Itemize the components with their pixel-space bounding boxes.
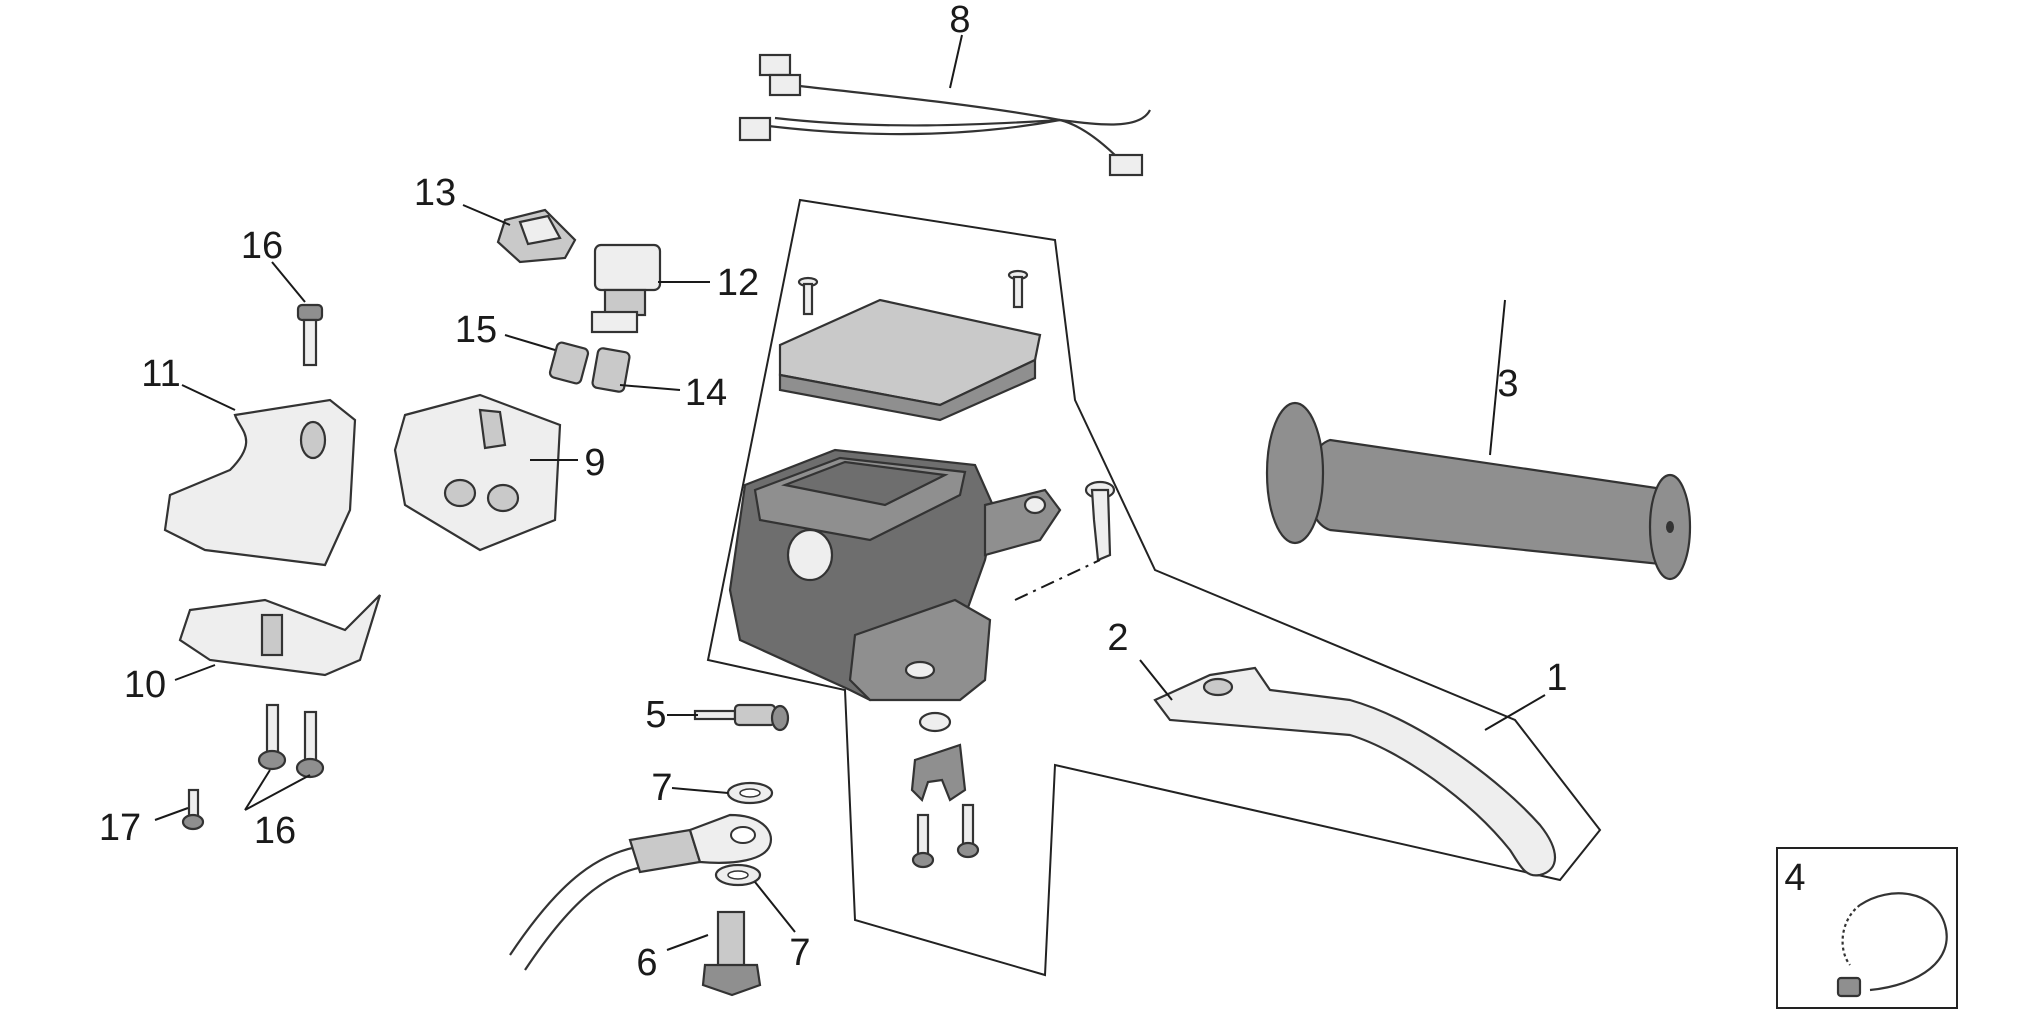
handlebar-grip <box>1265 401 1692 581</box>
callout-16-top: 16 <box>241 225 283 267</box>
callout-8: 8 <box>949 0 970 41</box>
reservoir-cover <box>778 298 1042 422</box>
inset-frame <box>1776 847 1958 1009</box>
brake-light-switch <box>693 703 790 732</box>
callout-7-bottom: 7 <box>789 932 810 974</box>
callout-3: 3 <box>1497 363 1518 405</box>
callout-10: 10 <box>124 664 166 706</box>
callout-17: 17 <box>99 807 141 849</box>
washer-part-7-bottom <box>714 863 762 887</box>
clamp-screw-right <box>956 803 980 859</box>
switch-cover-lower <box>178 594 382 677</box>
plug-part-15 <box>548 341 590 385</box>
screw-part-16-bottom-left <box>257 703 287 771</box>
plug-part-14 <box>591 347 631 393</box>
switch-housing <box>393 393 562 552</box>
callout-4: 4 <box>1784 857 1805 899</box>
callout-9: 9 <box>584 442 605 484</box>
assembly-boundary <box>706 198 1602 977</box>
pivot-centerline <box>1014 559 1101 601</box>
banjo-bolt <box>701 910 762 997</box>
callout-2: 2 <box>1107 617 1128 659</box>
callout-14: 14 <box>685 372 727 414</box>
switch-cover-upper <box>163 398 357 567</box>
callout-5: 5 <box>645 694 666 736</box>
callout-7-top: 7 <box>651 767 672 809</box>
wiring-harness <box>738 53 1151 177</box>
screw-part-17 <box>181 788 205 831</box>
handlebar-clamp <box>910 711 967 803</box>
clamp-screw-left <box>911 813 935 869</box>
hose-clamp-inset <box>1776 847 1958 1009</box>
screw-part-16-top <box>296 303 324 367</box>
callout-1: 1 <box>1546 657 1567 699</box>
screw-part-16-bottom-right <box>295 710 325 779</box>
callout-labels: 8 13 12 16 15 14 11 9 10 16 17 3 2 1 5 7… <box>99 0 1806 984</box>
callout-16-bottom: 16 <box>254 810 296 852</box>
brake-hose <box>509 813 773 971</box>
callout-15: 15 <box>455 309 497 351</box>
brake-lever <box>1153 666 1556 877</box>
leader-lines <box>154 34 1546 951</box>
callout-12: 12 <box>717 262 759 304</box>
master-cylinder-body <box>728 448 1062 702</box>
callout-11: 11 <box>141 353 180 395</box>
callout-13: 13 <box>414 172 456 214</box>
washer-part-7-top <box>726 781 774 805</box>
switch-part-13 <box>496 208 577 264</box>
switch-part-12 <box>590 243 662 334</box>
pivot-bolt <box>1084 480 1116 562</box>
cover-screw-left <box>797 276 819 316</box>
callout-6: 6 <box>636 942 657 984</box>
cover-screw-right <box>1007 269 1029 309</box>
